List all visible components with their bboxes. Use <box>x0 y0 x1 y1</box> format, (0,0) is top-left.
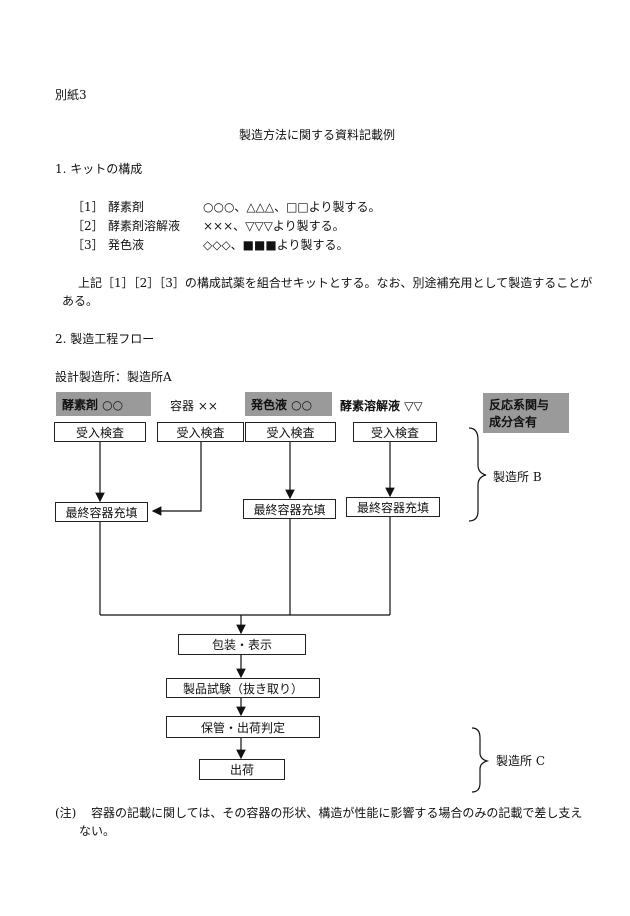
reaction-component-legend: 反応系関与 成分含有 <box>483 393 569 433</box>
kit-item-description: ○○○、△△△、□□より製する。 <box>203 200 381 214</box>
receive-inspection-box: 受入検査 <box>54 422 146 442</box>
product-test-box: 製品試験（抜き取り） <box>166 678 320 698</box>
legend-line1: 反応系関与 <box>489 398 550 412</box>
final-fill-box: 最終容器充填 <box>55 502 148 522</box>
final-fill-box: 最終容器充填 <box>243 499 336 519</box>
kit-item-name: 酵素剤溶解液 <box>108 219 181 233</box>
shipping-box: 出荷 <box>199 759 285 780</box>
color-liquid-input-label: 発色液 ○○ <box>245 392 332 416</box>
kit-item-number: ［2］ <box>72 219 104 233</box>
legend-line2: 成分含有 <box>489 415 538 429</box>
kit-item-description: ×××、▽▽▽より製する。 <box>203 219 345 233</box>
kit-item-number: ［3］ <box>72 238 104 252</box>
kit-item-name: 酵素剤 <box>108 200 145 214</box>
section1-heading: 1. キットの構成 <box>55 162 143 176</box>
storage-shipping-decision-box: 保管・出荷判定 <box>166 716 320 738</box>
receive-inspection-box: 受入検査 <box>245 422 336 442</box>
receive-inspection-box: 受入検査 <box>353 422 437 442</box>
section2-heading: 2. 製造工程フロー <box>55 332 155 346</box>
kit-item-name: 発色液 <box>108 238 145 252</box>
final-fill-box: 最終容器充填 <box>346 497 440 517</box>
note-line2: ない。 <box>79 824 116 838</box>
kit-paragraph-line2: ある。 <box>62 294 99 308</box>
packaging-box: 包装・表示 <box>178 634 306 655</box>
kit-item-description: ◇◇◇、■■■より製する。 <box>203 238 349 252</box>
kit-item-number: ［1］ <box>72 200 104 214</box>
site-b-label: 製造所 B <box>493 470 542 484</box>
note-line1: 容器の記載に関しては、その容器の形状、構造が性能に影響する場合のみの記載で差し支… <box>91 806 583 820</box>
receive-inspection-box: 受入検査 <box>157 422 244 442</box>
appendix-label: 別紙3 <box>55 88 87 102</box>
kit-paragraph-line1: 上記［1］［2］［3］の構成試薬を組合せキットとする。なお、別途補充用として製造… <box>78 276 593 290</box>
note-mark: (注) <box>55 806 77 820</box>
enzyme-solvent-input-label: 酵素溶解液 ▽▽ <box>340 399 423 413</box>
design-site-label: 設計製造所：製造所A <box>55 370 172 384</box>
site-c-label: 製造所 C <box>496 754 545 768</box>
container-input-label: 容器 ×× <box>170 399 218 413</box>
page-title: 製造方法に関する資料記載例 <box>239 128 396 142</box>
enzyme-input-label: 酵素剤 ○○ <box>56 392 151 416</box>
